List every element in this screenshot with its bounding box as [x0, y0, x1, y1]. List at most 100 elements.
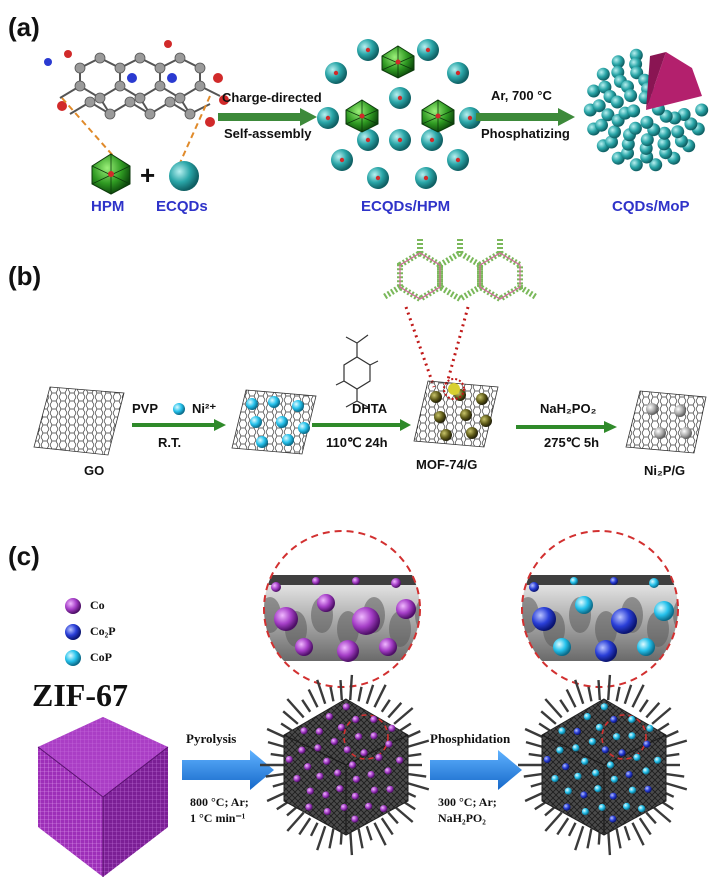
ni-ion-label: Ni²⁺ [192, 401, 217, 416]
carbon-nanotube [665, 752, 680, 758]
nanoparticle [370, 786, 379, 794]
carbon-nanotube [656, 722, 670, 733]
nanoparticle [317, 594, 335, 612]
nanoparticle [348, 761, 357, 769]
qd-sphere [657, 137, 671, 151]
carbon-nanotube [339, 680, 343, 701]
qd-sphere [596, 67, 610, 81]
mof-74-label: MOF-74/G [416, 457, 478, 472]
nanoparticle [315, 727, 323, 736]
nanoparticle [352, 577, 360, 585]
pyrolysis-label: Pyrolysis [186, 731, 237, 746]
qd-sphere [658, 126, 671, 140]
panel-a: (a) + [0, 0, 723, 225]
hpm-cluster [421, 99, 455, 133]
carbon-nanotube [328, 828, 335, 849]
nanoparticle [609, 815, 617, 823]
nanoparticle [312, 577, 320, 585]
mop-core-cutaway [646, 52, 702, 110]
nanoparticle [370, 732, 378, 740]
nanoparticle [298, 746, 306, 754]
nanoparticle [588, 738, 596, 746]
self-assembly-arrow [218, 108, 317, 126]
carbon-nanotube [597, 680, 601, 701]
nanoparticle [583, 713, 591, 721]
carbon-nanotube [387, 702, 403, 719]
carbon-nanotube [631, 684, 645, 708]
nanoparticle [580, 791, 588, 799]
nanoparticle [563, 803, 571, 811]
carbon-nanotube [540, 710, 557, 725]
ecqd-sphere [447, 149, 469, 171]
carbon-nanotube [528, 752, 543, 758]
nanoparticle [581, 808, 589, 816]
carbon-nanotube [651, 707, 672, 725]
qd-sphere [610, 95, 624, 109]
nanoparticle [649, 578, 659, 588]
nanoparticle [600, 703, 608, 711]
mof-74-g-sheet [413, 378, 499, 448]
qd-sphere [629, 158, 643, 172]
carbon-nanotube [316, 679, 327, 705]
porous-carbon-slab [522, 575, 678, 662]
co-nc-polyhedron [260, 674, 430, 856]
nanoparticle [322, 791, 330, 799]
carbon-nanotube [282, 710, 299, 725]
nanoparticle [330, 738, 338, 746]
carbon-nanotube [387, 811, 399, 825]
qd-sphere [605, 135, 618, 149]
cop-polyhedron [518, 674, 688, 856]
carbon-nanotube [316, 825, 327, 851]
qd-sphere [640, 115, 654, 129]
panel-b-label: (b) [8, 261, 42, 291]
nanoparticle [396, 756, 404, 764]
zif-67-title: ZIF-67 [32, 677, 128, 713]
carbon-nanotube [301, 699, 312, 713]
step2-line2: Phosphatizing [481, 126, 570, 141]
pyrolysis-condition-2: 1 °C min⁻¹ [190, 811, 246, 825]
hpm-cluster [381, 45, 415, 79]
carbon-nanotube [651, 805, 672, 823]
nanoparticle [628, 786, 637, 794]
nanoparticle [365, 802, 373, 810]
qd-sphere [611, 55, 625, 69]
nanoparticle [598, 803, 606, 812]
ecqd-sphere [367, 167, 389, 189]
carbon-nanotube [357, 686, 363, 702]
nanoparticle [352, 775, 360, 783]
ecqd-sphere [459, 107, 481, 129]
qd-sphere [608, 125, 621, 139]
nanoparticle [323, 757, 331, 765]
nanoparticle [271, 582, 281, 592]
carbon-nanotube [286, 811, 305, 832]
nanoparticle [388, 724, 396, 732]
hpm-label: HPM [91, 198, 125, 215]
panel-c: (c) Co Co₂P CoP ZIF-67 Pyrolysis 800 °C;… [0, 525, 723, 886]
nanoparticle [379, 638, 397, 656]
go-sheet [33, 386, 125, 456]
ecqd-sphere [357, 129, 379, 151]
carbon-nanotube [538, 722, 552, 733]
carbon-nanotube [365, 825, 373, 841]
qd-sphere [628, 121, 642, 135]
carbon-nanotube [663, 781, 688, 791]
nanoparticle [592, 769, 600, 777]
qd-sphere [595, 118, 608, 132]
qd-sphere [640, 133, 654, 147]
phosphidation-arrow-c [430, 750, 522, 790]
carbon-nanotube [587, 686, 593, 702]
panel-c-label: (c) [8, 541, 40, 571]
nanoparticle [375, 753, 383, 761]
carbon-nanotube [270, 752, 285, 758]
nanoparticle [293, 775, 301, 783]
go-ni-sheet [231, 389, 317, 455]
ecqd-sphere [421, 129, 443, 151]
nanoparticle [336, 785, 344, 793]
nanoparticle [623, 802, 631, 810]
ni-ion-icon [173, 403, 185, 415]
carbon-nanotube [567, 822, 577, 837]
carbon-nanotube [559, 699, 570, 713]
qd-sphere [624, 89, 638, 103]
mop-core-face [646, 52, 666, 110]
nanoparticle [633, 753, 641, 761]
